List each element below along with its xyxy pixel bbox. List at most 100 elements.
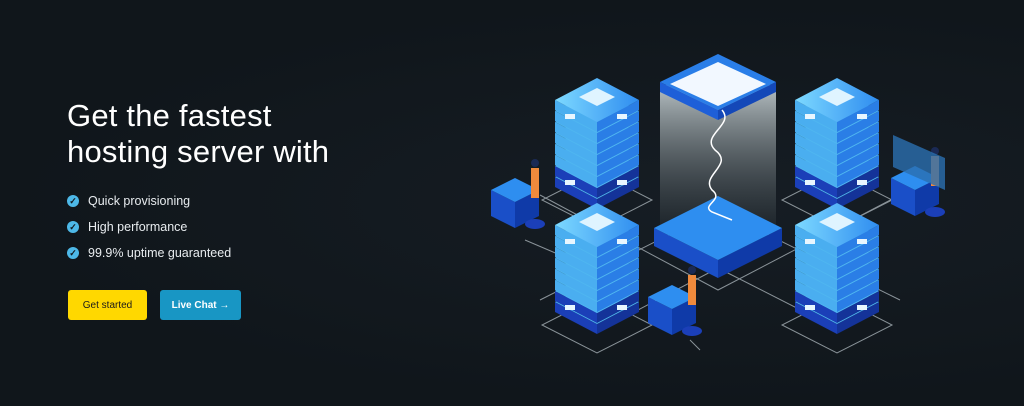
base-outline (780, 296, 894, 354)
server-slab-right (597, 269, 639, 301)
person-base (925, 207, 945, 217)
tower-cap-left (660, 82, 718, 120)
server-slab-left (555, 247, 597, 279)
person (531, 168, 539, 198)
base-outline (540, 296, 654, 354)
server-slab-right (837, 177, 879, 209)
server-slab-right (837, 280, 879, 312)
server-slab-right (837, 269, 879, 301)
server-slab-left (795, 166, 837, 198)
server-stack-bottom-left (540, 203, 654, 354)
workstation-left (491, 159, 545, 229)
feature-item: ✓High performance (67, 214, 329, 240)
central-platform-right (718, 228, 782, 278)
server-slab-right (837, 122, 879, 154)
server-slab-right (597, 111, 639, 143)
server-slab-right (597, 258, 639, 290)
server-stack-top-right (780, 78, 894, 229)
workstation-bottom (648, 266, 702, 336)
server-slab-right (597, 236, 639, 268)
server-chip (579, 88, 615, 106)
check-circle-icon: ✓ (67, 195, 79, 207)
central-platform-left (654, 228, 718, 278)
tower-cap-right (718, 82, 776, 120)
server-lights (565, 239, 575, 244)
get-started-button[interactable]: Get started (68, 290, 147, 320)
person (688, 275, 696, 305)
desk-left (891, 178, 915, 216)
server-lights (805, 114, 815, 119)
server-slab-left (555, 258, 597, 290)
server-slab-right (597, 247, 639, 279)
desk-right (915, 178, 939, 216)
check-circle-icon: ✓ (67, 247, 79, 259)
server-lights (617, 305, 627, 310)
server-stack-top-left (540, 78, 654, 229)
data-stream (708, 109, 733, 221)
server-slab-left (795, 122, 837, 154)
server-slab-left (555, 291, 597, 323)
server-chip (819, 88, 855, 106)
server-slab-left (555, 122, 597, 154)
server-lights (805, 180, 815, 185)
server-lights (805, 305, 815, 310)
server-slab-left (795, 133, 837, 165)
server-slab-left (795, 291, 837, 323)
server-slab-left (555, 133, 597, 165)
server-slab-right (597, 177, 639, 209)
dashboard-screen (893, 135, 945, 190)
server-slab-left (555, 166, 597, 198)
feature-item: ✓Quick provisioning (67, 188, 329, 214)
server-lights (857, 180, 867, 185)
feature-list: ✓Quick provisioning ✓High performance ✓9… (67, 188, 329, 266)
server-slab-right (597, 133, 639, 165)
tower-screen (670, 62, 766, 106)
person-head (531, 159, 539, 167)
central-platform-top (654, 196, 782, 260)
server-lights (565, 114, 575, 119)
person-base (682, 326, 702, 336)
server-slab-left (795, 155, 837, 187)
server-slab-right (837, 144, 879, 176)
server-slab-left (795, 258, 837, 290)
desk-left (648, 297, 672, 335)
central-tower (654, 54, 782, 278)
server-slab-left (555, 155, 597, 187)
server-slab-right (837, 111, 879, 143)
desk-left (491, 190, 515, 228)
server-stack-bottom-right (780, 203, 894, 354)
server-slab-right (837, 302, 879, 334)
person-base (525, 219, 545, 229)
server-lights (617, 180, 627, 185)
server-lights (617, 114, 627, 119)
server-chip (579, 213, 615, 231)
live-chat-button[interactable]: Live Chat → (160, 290, 241, 320)
server-lights (565, 305, 575, 310)
desk-top (648, 285, 696, 309)
server-slab-left (795, 100, 837, 132)
server-slab-left (555, 280, 597, 312)
server-slab-right (597, 155, 639, 187)
server-chip (819, 213, 855, 231)
server-slab-right (597, 122, 639, 154)
server-slab-right (597, 144, 639, 176)
desk-right (672, 297, 696, 335)
server-slab-left (795, 144, 837, 176)
server-slab-right (837, 133, 879, 165)
server-lights (857, 239, 867, 244)
server-slab-left (795, 247, 837, 279)
server-lights (857, 114, 867, 119)
check-circle-icon: ✓ (67, 221, 79, 233)
server-slab-right (837, 155, 879, 187)
server-slab-left (555, 100, 597, 132)
server-slab-left (555, 269, 597, 301)
cta-group: Get started Live Chat → (68, 290, 241, 320)
server-lights (857, 305, 867, 310)
server-slab-left (795, 269, 837, 301)
server-slab-right (597, 280, 639, 312)
server-slab-left (555, 144, 597, 176)
server-lights (805, 239, 815, 244)
server-slab-left (795, 280, 837, 312)
